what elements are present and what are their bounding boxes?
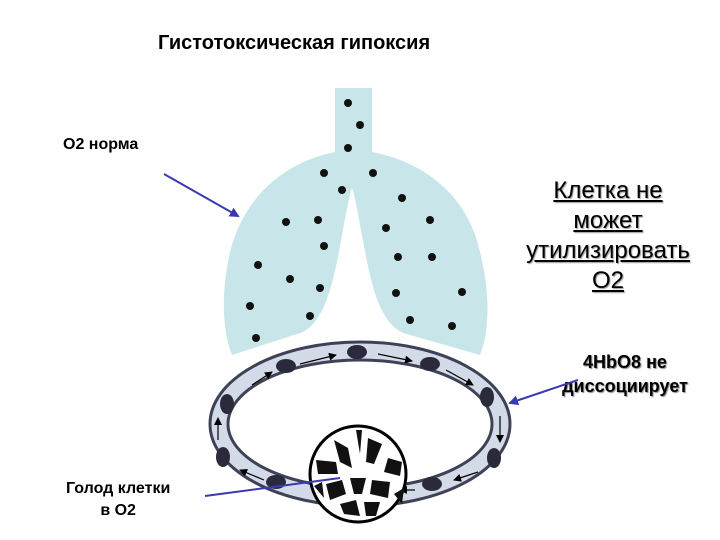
- rbc: [487, 448, 501, 468]
- pointer-arrows: [163, 173, 579, 497]
- cell-cannot-utilize-label: Клетка не может утилизировать О2: [498, 176, 718, 296]
- rbc: [480, 387, 494, 407]
- cell-hunger-line-2: в О2: [100, 502, 136, 519]
- cell-cannot-line-1: Клетка не: [553, 177, 663, 204]
- cell-cannot-line-2: может: [573, 207, 643, 234]
- rbc: [420, 357, 440, 371]
- rbc: [347, 345, 367, 359]
- hbo8-pointer: [508, 379, 579, 406]
- tissue-cell: [308, 424, 408, 524]
- oxygen-dots: [246, 99, 466, 342]
- cell-hunger-label: Голод клетки в О2: [66, 478, 170, 522]
- hbo8-label: 4HbO8 не диссоциирует: [540, 350, 710, 398]
- cell-cannot-line-4: О2: [591, 267, 624, 294]
- o2-norm-label: О2 норма: [63, 136, 139, 153]
- rbc: [422, 477, 442, 491]
- rbc: [220, 394, 234, 414]
- hbo8-line-2: диссоциирует: [562, 376, 688, 396]
- cell-cannot-line-3: утилизировать: [526, 237, 690, 264]
- red-blood-cells: [216, 345, 501, 491]
- cell-hunger-pointer: [204, 477, 341, 497]
- o2-norm-pointer: [163, 173, 240, 217]
- cell-hunger-line-1: Голод клетки: [66, 480, 171, 497]
- diagram-title: Гистотоксическая гипоксия: [158, 32, 431, 54]
- lungs: [223, 88, 488, 355]
- lungs-shape: [223, 88, 488, 355]
- rbc: [276, 359, 296, 373]
- rbc: [216, 447, 230, 467]
- blood-vessel-ring: [208, 340, 512, 508]
- hbo8-line-1: 4HbO8 не: [583, 352, 667, 372]
